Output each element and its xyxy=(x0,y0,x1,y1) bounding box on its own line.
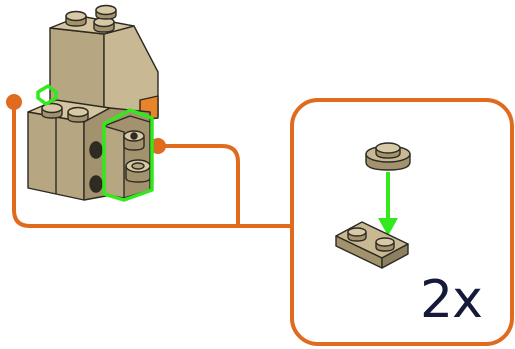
highlight-outlines xyxy=(36,84,154,202)
highlight-small-plate xyxy=(36,84,58,106)
callout-box xyxy=(290,98,514,346)
bracket-plate xyxy=(103,115,151,199)
main-model xyxy=(27,4,159,201)
plate-stud xyxy=(347,227,367,242)
top-stud xyxy=(93,16,115,33)
quantity-label: 2x xyxy=(420,270,483,330)
top-stud xyxy=(65,10,87,27)
top-stud xyxy=(67,106,89,123)
connector-line-left xyxy=(12,100,294,228)
connector-dot-left xyxy=(6,94,22,110)
round-plate-1x1 xyxy=(365,142,411,171)
bracket-stud xyxy=(125,159,151,183)
plate-1x2 xyxy=(335,221,409,269)
bracket-stud xyxy=(123,130,145,151)
plate-stud xyxy=(375,237,395,252)
highlight-bracket xyxy=(102,108,154,202)
top-stud xyxy=(95,4,117,20)
connector-line-right xyxy=(156,144,240,228)
connector-dot-right xyxy=(150,138,166,154)
top-stud xyxy=(41,102,63,119)
attach-arrow xyxy=(378,172,398,236)
callout-connector xyxy=(12,100,294,228)
